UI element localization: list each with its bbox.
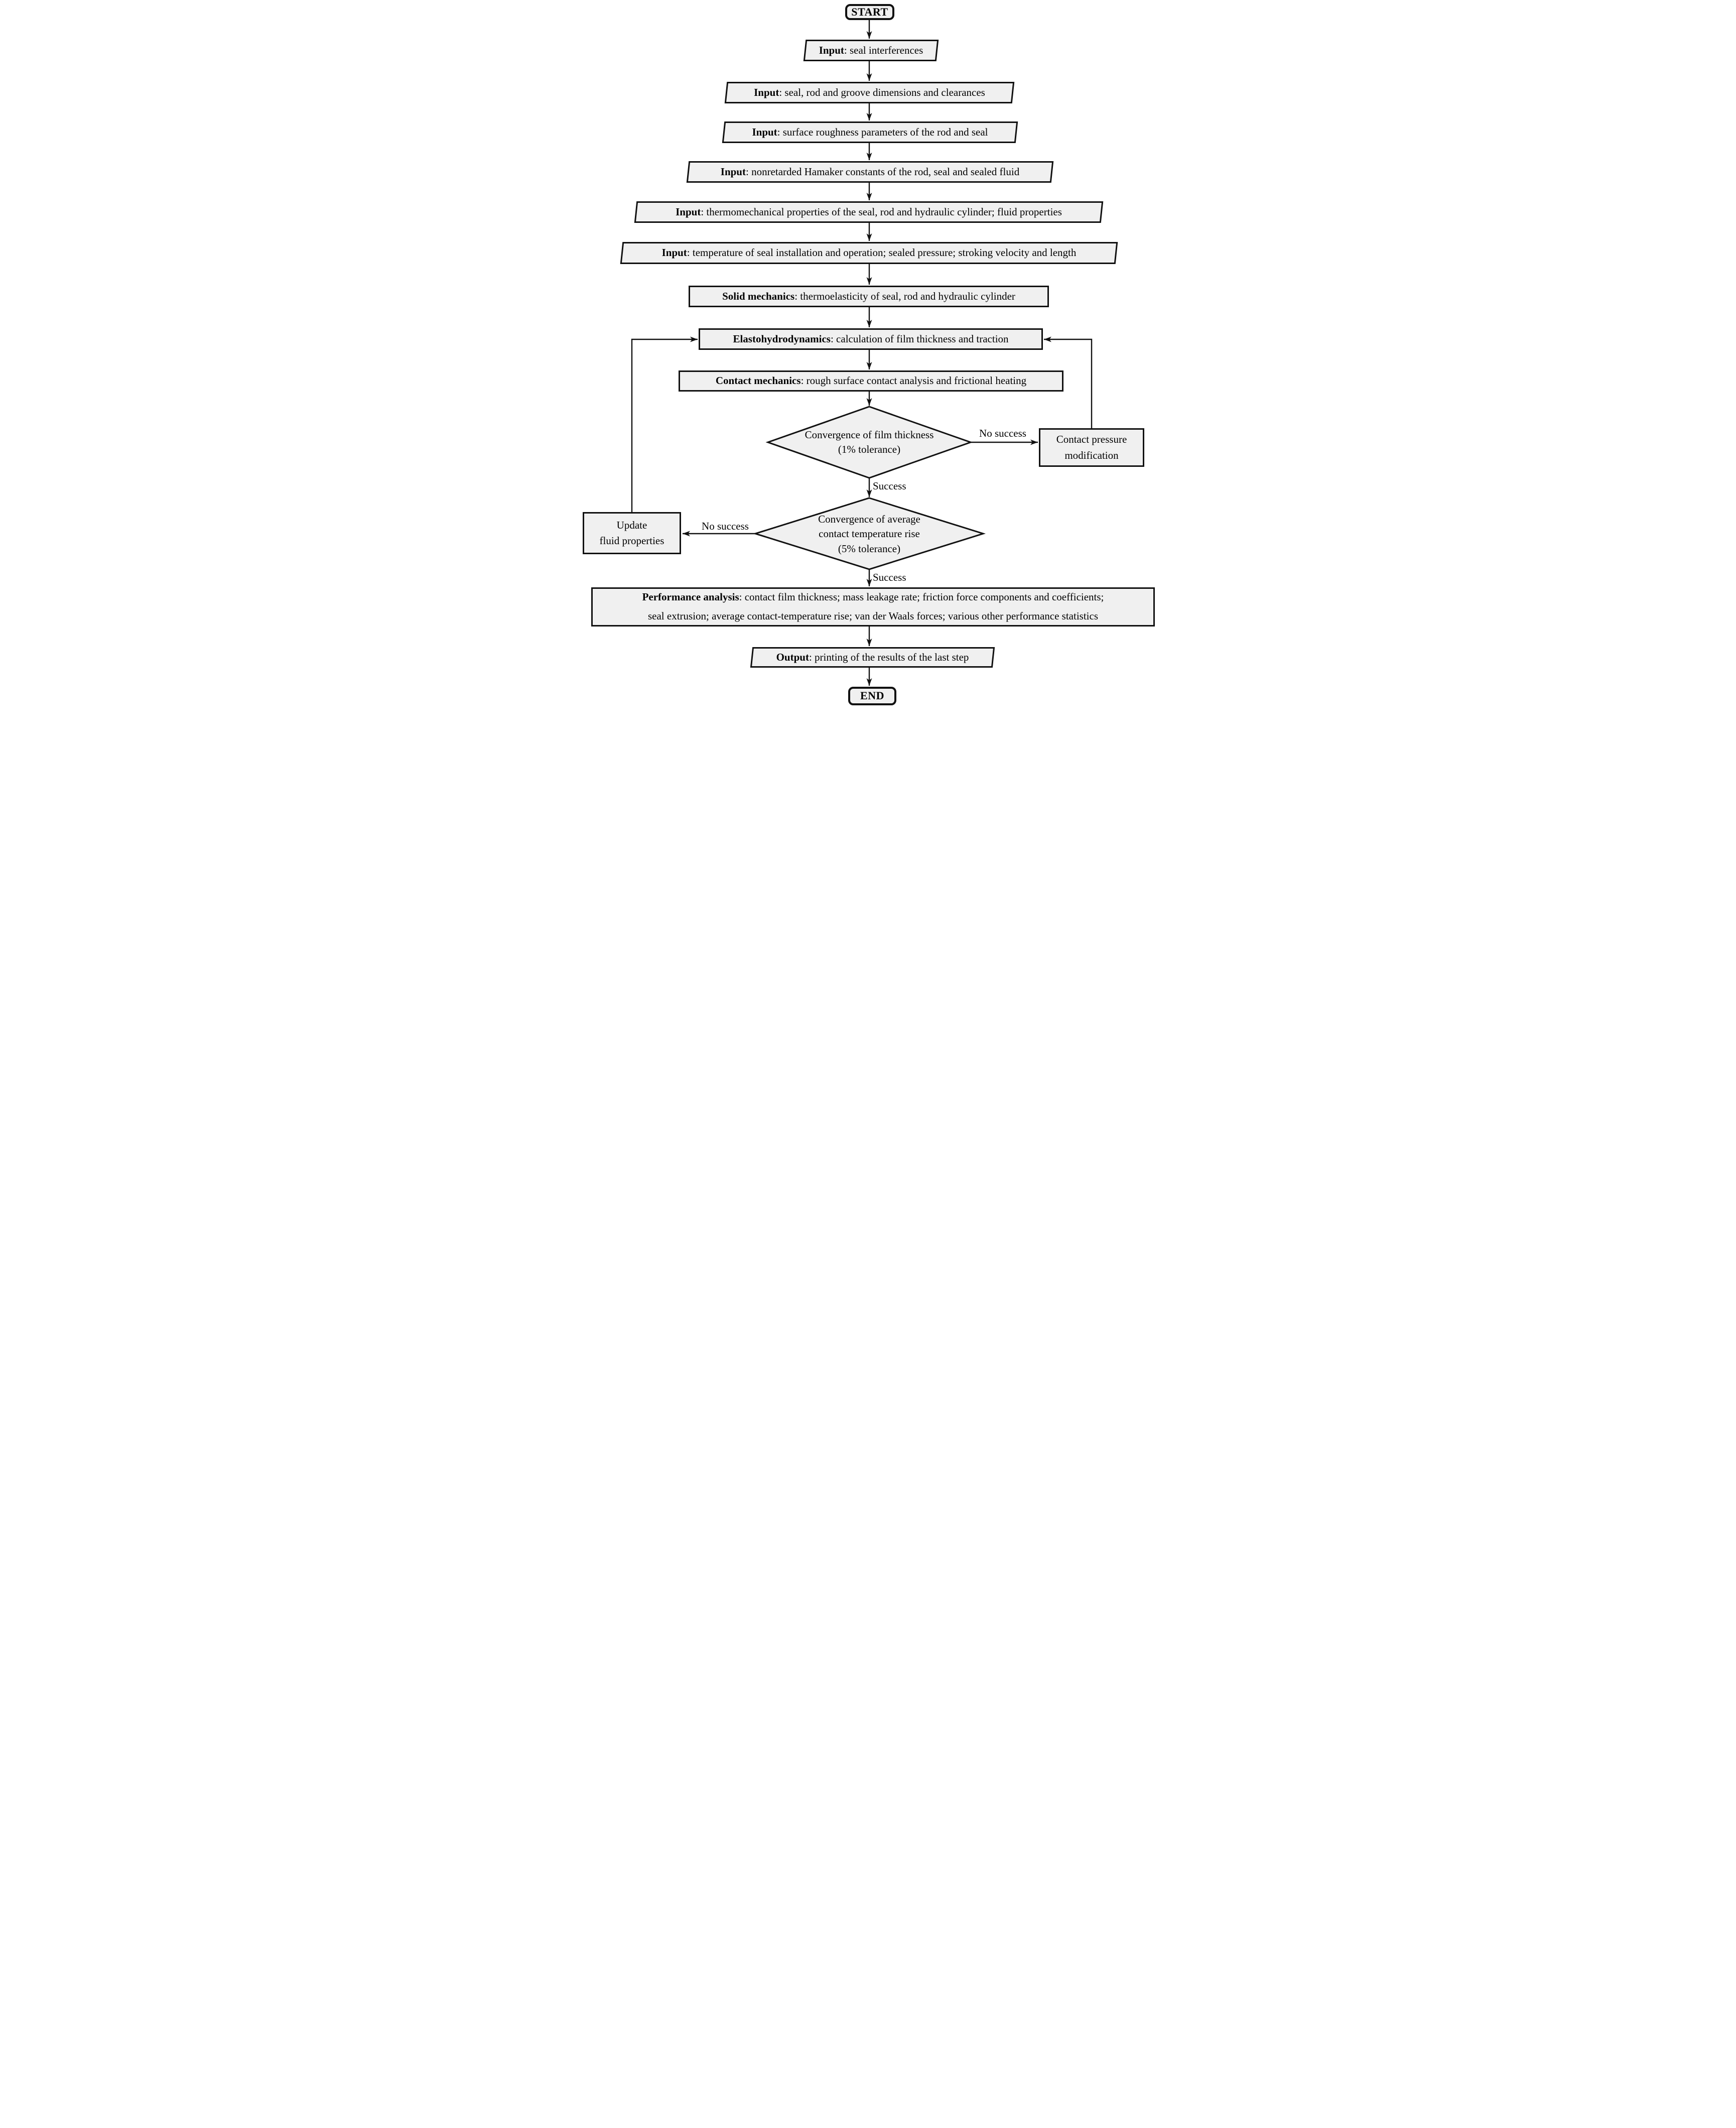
node-rest: : temperature of seal installation and o… [687,246,1077,259]
end-label: END [860,689,884,702]
solid-mechanics-node: Solid mechanics: thermoelasticity of sea… [689,286,1049,307]
node-lead: Input [754,86,779,98]
node-lead: Input [819,44,844,56]
contact-mechanics-node: Contact mechanics: rough surface contact… [679,370,1063,392]
flowchart: START Input: seal interferences Input: s… [579,0,1157,709]
elastohydrodynamics-node: Elastohydrodynamics: calculation of film… [699,328,1043,350]
node-rest: : nonretarded Hamaker constants of the r… [745,165,1020,178]
node-text: Input: temperature of seal installation … [658,246,1081,260]
start-label: START [851,5,888,18]
end-node: END [848,687,896,705]
node-lead: Elastohydrodynamics [733,332,831,345]
input-hamaker-constants-node: Input: nonretarded Hamaker constants of … [688,161,1052,183]
input-surface-roughness-node: Input: surface roughness parameters of t… [723,121,1017,143]
node-rest: : contact film thickness; mass leakage r… [739,591,1104,603]
node-lead: Input [661,246,687,259]
no-success-label-right: No success [979,427,1026,439]
node-text: Input: surface roughness parameters of t… [748,126,992,139]
node-lead: Contact mechanics [715,374,801,387]
success-label-temperature: Success [873,571,906,583]
node-line: Performance analysis: contact film thick… [642,588,1104,607]
node-text: Update fluid properties [596,518,669,549]
node-text: Input: seal, rod and groove dimensions a… [750,86,989,99]
node-rest: : seal interferences [844,44,923,56]
node-text: Input: nonretarded Hamaker constants of … [717,166,1023,179]
node-lead: Solid mechanics [722,290,795,302]
node-rest: : rough surface contact analysis and fri… [800,374,1027,387]
node-line: Contact pressure [1056,433,1127,445]
success-label-film: Success [873,480,906,492]
node-line: Update [616,519,647,531]
node-line: modification [1064,449,1119,461]
node-lead: Output [776,651,809,663]
decision-line: Convergence of film thickness [805,428,934,441]
input-thermomechanical-properties-node: Input: thermomechanical properties of th… [635,201,1102,223]
node-rest: : calculation of film thickness and trac… [830,332,1009,345]
node-text: Input: seal interferences [815,44,927,57]
node-text: Contact mechanics: rough surface contact… [712,374,1030,388]
node-line: fluid properties [599,535,664,547]
decision-line: (1% tolerance) [838,443,901,455]
node-lead: Performance analysis [642,591,739,603]
decision-film-thickness-text: Convergence of film thickness (1% tolera… [789,424,950,460]
output-node: Output: printing of the results of the l… [751,647,994,668]
node-text: Performance analysis: contact film thick… [638,588,1108,626]
node-rest: : surface roughness parameters of the ro… [777,126,988,138]
node-text: Input: thermomechanical properties of th… [672,206,1066,219]
input-seal-interferences-node: Input: seal interferences [805,40,938,61]
contact-pressure-modification-node: Contact pressure modification [1039,428,1144,467]
node-text: Elastohydrodynamics: calculation of film… [729,333,1012,346]
decision-line: contact temperature rise [819,528,920,540]
decision-temperature-diamond [752,497,986,570]
node-text: Contact pressure modification [1052,432,1131,463]
loop-contact-pressure-to-elasto [1044,336,1093,428]
node-rest: : seal, rod and groove dimensions and cl… [779,86,985,98]
input-dimensions-clearances-node: Input: seal, rod and groove dimensions a… [726,82,1013,103]
node-rest: : thermomechanical properties of the sea… [701,205,1062,218]
node-rest: : thermoelasticity of seal, rod and hydr… [794,290,1015,302]
node-rest: : printing of the results of the last st… [809,651,969,663]
decision-temperature-text: Convergence of average contact temperatu… [784,511,955,557]
node-lead: Input [720,165,746,178]
decision-film-thickness-diamond [765,406,973,479]
start-node: START [845,4,894,20]
input-temperature-pressure-stroking-node: Input: temperature of seal installation … [621,242,1117,264]
node-text: Solid mechanics: thermoelasticity of sea… [718,290,1019,303]
node-line: seal extrusion; average contact-temperat… [647,610,1099,622]
performance-analysis-node: Performance analysis: contact film thick… [591,587,1155,627]
node-lead: Input [676,205,701,218]
decision-line: Convergence of average [818,513,920,525]
node-text: Output: printing of the results of the l… [772,651,973,664]
decision-line: (5% tolerance) [838,542,901,555]
update-fluid-properties-node: Update fluid properties [583,512,681,554]
node-lead: Input [752,126,777,138]
loop-update-fluid-to-elasto [631,336,698,512]
flowchart-connectors [631,20,1093,686]
no-success-label-left: No success [702,520,749,532]
